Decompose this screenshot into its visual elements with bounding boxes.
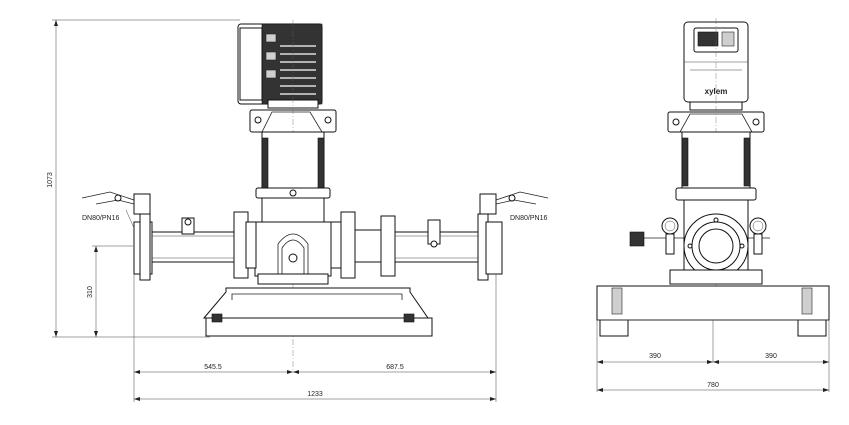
right-length-value: 687.5: [386, 364, 404, 371]
side-left-half-value: 390: [649, 353, 661, 360]
side-view: xylem: [596, 18, 830, 392]
motor: [237, 23, 323, 109]
front-view: 1073 310: [47, 19, 549, 402]
height-dimension: 1073: [47, 19, 240, 338]
inlet-height-value: 310: [87, 286, 94, 298]
side-width-dimensions: 390 390 780: [596, 320, 830, 392]
side-pump-sleeve: [675, 131, 757, 201]
side-pump-base: [669, 199, 763, 285]
left-flange-label: DN80/PN16: [82, 215, 119, 222]
motor-bracket: [249, 20, 337, 372]
left-length-value: 545.5: [204, 364, 222, 371]
right-flange-label: DN80/PN16: [510, 215, 547, 222]
left-valve-handle: DN80/PN16: [81, 191, 151, 229]
right-valve-handle: DN80/PN16: [479, 191, 549, 222]
side-total-width-value: 780: [707, 382, 719, 389]
right-piping: [330, 211, 503, 281]
length-dimensions: 545.5 687.5 1233: [133, 274, 497, 402]
pump-base: [254, 197, 332, 285]
pump-sleeve: [255, 131, 331, 199]
base-frame: [202, 287, 433, 337]
side-right-half-value: 390: [765, 353, 777, 360]
height-value: 1073: [47, 172, 54, 188]
total-length-value: 1233: [307, 391, 323, 398]
brand-label: xylem: [705, 87, 728, 96]
inlet-height-dimension: 310: [87, 245, 133, 337]
left-piping: [133, 211, 257, 281]
side-gauges: [629, 217, 770, 255]
